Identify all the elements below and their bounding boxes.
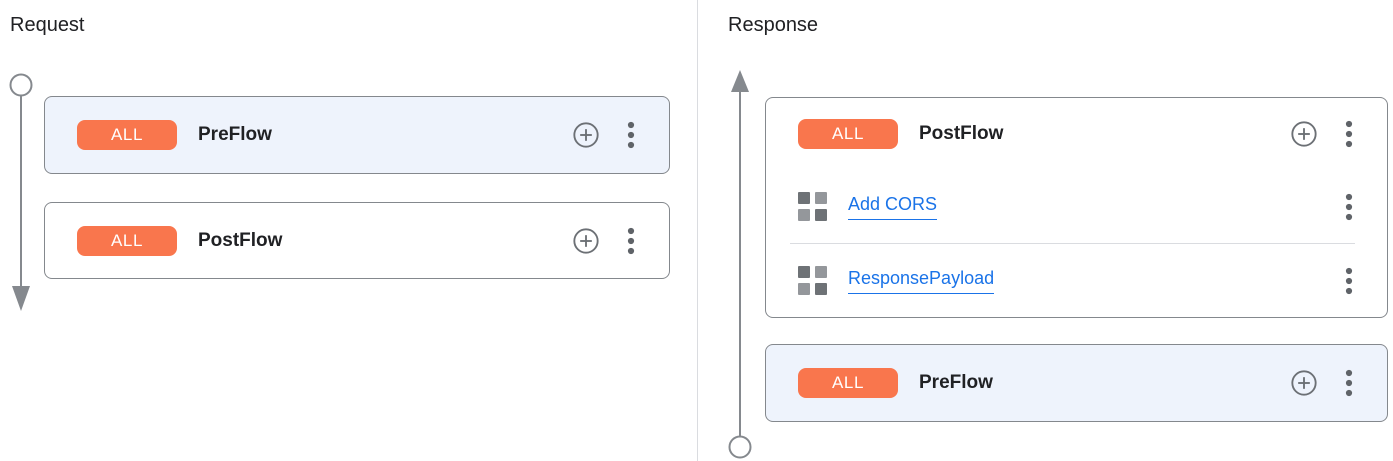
three-dot-menu-icon — [1345, 267, 1353, 294]
add-circle-outline-icon — [573, 227, 599, 254]
policy-link-add-cors[interactable]: Add CORS — [848, 194, 938, 220]
add-policy-button[interactable] — [566, 115, 606, 155]
policy-grid-icon — [798, 266, 827, 295]
add-circle-outline-icon — [1291, 370, 1317, 396]
add-policy-button[interactable] — [566, 221, 606, 261]
response-postflow-card[interactable]: ALL PostFlow — [765, 97, 1388, 318]
policy-grid-icon — [798, 192, 827, 221]
more-options-button[interactable] — [611, 221, 651, 261]
request-timeline-arrow-down-icon — [9, 73, 33, 311]
condition-badge: ALL — [77, 225, 177, 256]
flow-name: PostFlow — [198, 229, 283, 251]
more-options-button[interactable] — [1329, 363, 1369, 403]
three-dot-menu-icon — [1345, 369, 1353, 397]
response-panel-title: Response — [728, 14, 819, 36]
policy-row: Add CORS — [766, 170, 1387, 243]
response-preflow-card[interactable]: ALL PreFlow — [765, 344, 1388, 422]
response-postflow-row: ALL PostFlow — [766, 98, 1387, 170]
add-policy-button[interactable] — [1284, 363, 1324, 403]
add-policy-button[interactable] — [1284, 114, 1324, 154]
more-options-button[interactable] — [611, 115, 651, 155]
three-dot-menu-icon — [1345, 193, 1353, 220]
three-dot-menu-icon — [1345, 120, 1353, 148]
add-circle-outline-icon — [1291, 121, 1317, 147]
request-preflow-card[interactable]: ALL PreFlow — [44, 96, 670, 174]
panel-divider — [697, 0, 698, 461]
response-preflow-row: ALL PreFlow — [766, 345, 1387, 421]
add-circle-outline-icon — [573, 122, 599, 148]
request-postflow-row: ALL PostFlow — [45, 203, 669, 278]
condition-badge: ALL — [798, 368, 898, 398]
request-preflow-row: ALL PreFlow — [45, 97, 669, 173]
policy-row-divider — [790, 243, 1355, 244]
response-timeline-arrow-up-icon — [728, 70, 752, 459]
flow-name: PreFlow — [919, 372, 993, 393]
policy-link-responsepayload[interactable]: ResponsePayload — [848, 268, 995, 294]
more-options-button[interactable] — [1329, 114, 1369, 154]
three-dot-menu-icon — [627, 121, 635, 149]
request-postflow-card[interactable]: ALL PostFlow — [44, 202, 670, 279]
condition-badge: ALL — [77, 120, 177, 150]
three-dot-menu-icon — [627, 227, 635, 254]
more-options-button[interactable] — [1329, 261, 1369, 301]
request-panel-title: Request — [10, 14, 85, 36]
flow-name: PostFlow — [919, 123, 1004, 144]
condition-badge: ALL — [798, 119, 898, 149]
more-options-button[interactable] — [1329, 187, 1369, 227]
policy-row: ResponsePayload — [766, 244, 1387, 317]
flow-name: PreFlow — [198, 124, 272, 145]
